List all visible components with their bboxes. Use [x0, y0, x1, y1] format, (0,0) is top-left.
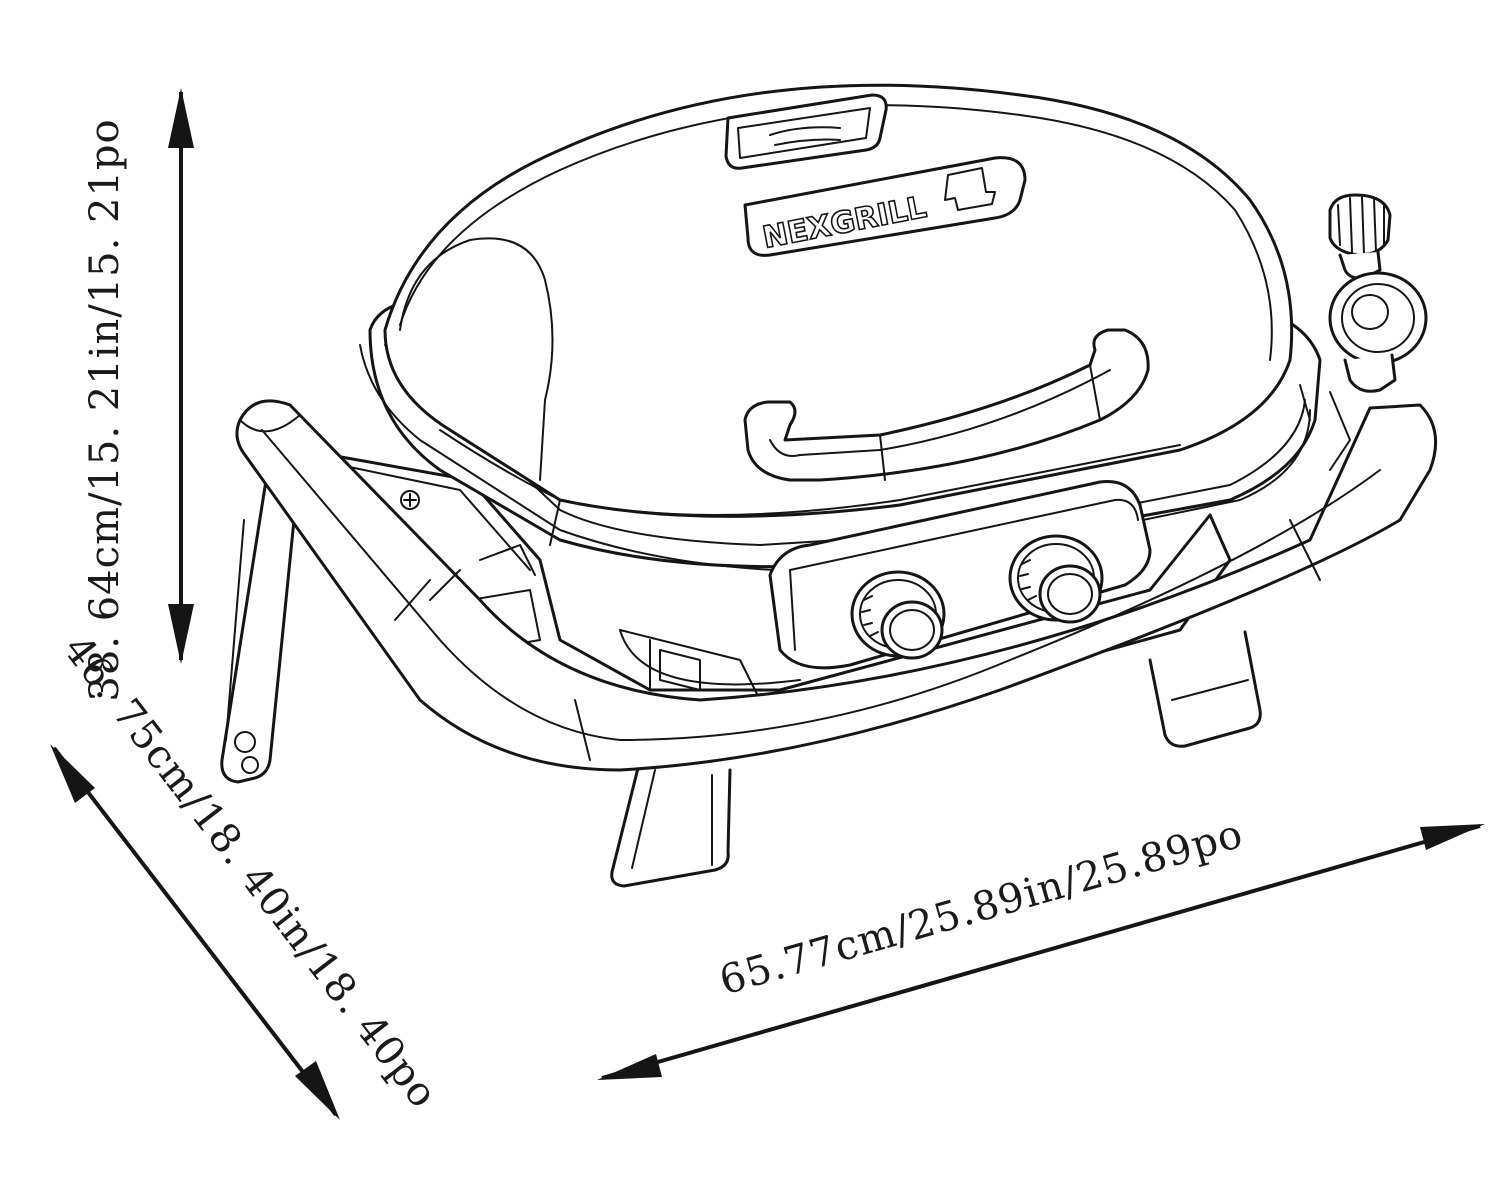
logo-mascot-icon — [944, 167, 996, 211]
burner-knob-right — [1008, 534, 1104, 624]
depth-arrow-top — [50, 744, 95, 803]
lid-handle — [743, 328, 1150, 482]
width-arrow-left — [597, 1054, 662, 1080]
height-arrow-top — [168, 88, 194, 148]
height-dimension-label: 38. 64cm/15. 21in/15. 21po — [82, 118, 128, 701]
height-dimension: 38. 64cm/15. 21in/15. 21po — [82, 88, 194, 702]
depth-arrow-line — [52, 746, 338, 1117]
temperature-gauge — [724, 93, 888, 170]
width-arrow-line — [601, 824, 1481, 1080]
width-dimension: 65.77cm/25.89in/25.89po — [597, 811, 1485, 1080]
height-arrow-bottom — [168, 604, 194, 664]
width-dimension-label: 65.77cm/25.89in/25.89po — [715, 811, 1249, 1005]
depth-arrow-bottom — [295, 1061, 340, 1120]
tube-frame — [235, 391, 1438, 772]
burner-knob-left — [850, 570, 946, 660]
gas-regulator — [1328, 193, 1428, 393]
grill-illustration: NEXGRILL — [220, 83, 1438, 888]
front-left-leg — [610, 758, 732, 888]
rear-right-leg — [1148, 630, 1262, 748]
left-side-latch-bar — [220, 453, 300, 784]
width-arrow-right — [1420, 824, 1485, 850]
